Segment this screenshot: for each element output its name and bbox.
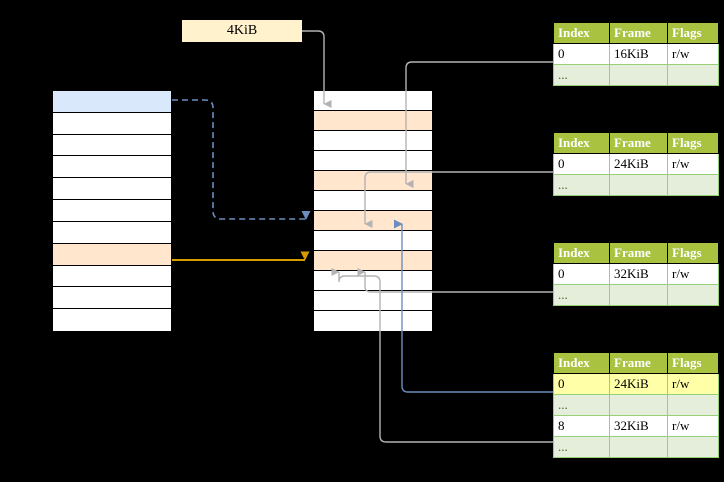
cell-index-0: 0 xyxy=(553,373,610,395)
physical-frame-row-10 xyxy=(314,291,432,311)
table-row: ... xyxy=(553,394,719,416)
cell-frame-1 xyxy=(609,284,668,306)
page-size-label: 4KiB xyxy=(182,20,302,42)
column-header-frame: Frame xyxy=(609,22,668,44)
virtual-page-row-3 xyxy=(53,156,171,179)
cell-flags-1 xyxy=(667,64,719,86)
cell-frame-0: 24KiB xyxy=(609,373,668,395)
virtual-page-row-1 xyxy=(53,112,171,135)
cell-frame-3 xyxy=(609,436,668,458)
cell-index-2: 8 xyxy=(553,415,610,437)
virtual-page-row-10 xyxy=(53,309,171,331)
virtual-page-row-7 xyxy=(53,243,171,266)
physical-frame-row-5 xyxy=(314,191,432,211)
cell-index-1: ... xyxy=(553,284,610,306)
table-row: ... xyxy=(553,284,719,306)
physical-memory-column xyxy=(313,90,433,331)
column-header-flags: Flags xyxy=(667,352,719,374)
physical-frame-row-7 xyxy=(314,231,432,251)
cell-flags-0: r/w xyxy=(667,43,719,65)
virtual-page-row-8 xyxy=(53,265,171,288)
column-header-flags: Flags xyxy=(667,22,719,44)
virtual-page-row-5 xyxy=(53,200,171,222)
cell-flags-3 xyxy=(667,436,719,458)
column-header-index: Index xyxy=(553,132,610,154)
virtual-page-row-9 xyxy=(53,287,171,310)
column-header-index: Index xyxy=(553,242,610,264)
column-header-flags: Flags xyxy=(667,242,719,264)
cell-flags-1 xyxy=(667,394,719,416)
physical-frame-row-9 xyxy=(314,271,432,291)
cell-index-1: ... xyxy=(553,174,610,196)
cell-flags-0: r/w xyxy=(667,153,719,175)
column-header-frame: Frame xyxy=(609,132,668,154)
virtual-address-space-column xyxy=(52,90,172,331)
virtual-page-row-2 xyxy=(53,134,171,157)
table-row: ... xyxy=(553,174,719,196)
cell-frame-1 xyxy=(609,64,668,86)
wire-virtual-row1-to-phys7 xyxy=(172,99,311,220)
cell-frame-1 xyxy=(609,174,668,196)
cell-index-0: 0 xyxy=(553,263,610,285)
table-row: ... xyxy=(553,64,719,86)
physical-frame-row-6 xyxy=(314,211,432,231)
cell-index-1: ... xyxy=(553,394,610,416)
table-row: ... xyxy=(553,436,719,458)
virtual-page-row-6 xyxy=(53,221,171,244)
column-header-frame: Frame xyxy=(609,242,668,264)
cell-frame-0: 32KiB xyxy=(609,263,668,285)
column-header-index: Index xyxy=(553,352,610,374)
column-header-index: Index xyxy=(553,22,610,44)
cell-index-0: 0 xyxy=(553,43,610,65)
cell-flags-2: r/w xyxy=(667,415,719,437)
virtual-page-row-0 xyxy=(53,91,171,113)
cell-flags-1 xyxy=(667,284,719,306)
physical-frame-row-1 xyxy=(314,111,432,131)
physical-frame-row-4 xyxy=(314,171,432,191)
physical-frame-row-0 xyxy=(314,91,432,111)
cell-frame-0: 16KiB xyxy=(609,43,668,65)
cell-frame-0: 24KiB xyxy=(609,153,668,175)
cell-flags-1 xyxy=(667,174,719,196)
physical-frame-row-11 xyxy=(314,311,432,331)
cell-flags-0: r/w xyxy=(667,263,719,285)
page-size-label-text: 4KiB xyxy=(226,23,258,38)
column-header-frame: Frame xyxy=(609,352,668,374)
cell-flags-0: r/w xyxy=(667,373,719,395)
column-header-flags: Flags xyxy=(667,132,719,154)
cell-frame-1 xyxy=(609,394,668,416)
cell-index-1: ... xyxy=(553,64,610,86)
virtual-page-row-4 xyxy=(53,178,171,201)
cell-frame-2: 32KiB xyxy=(609,415,668,437)
physical-frame-row-2 xyxy=(314,131,432,151)
physical-frame-row-8 xyxy=(314,251,432,271)
cell-index-3: ... xyxy=(553,436,610,458)
physical-frame-row-3 xyxy=(314,151,432,171)
cell-index-0: 0 xyxy=(553,153,610,175)
